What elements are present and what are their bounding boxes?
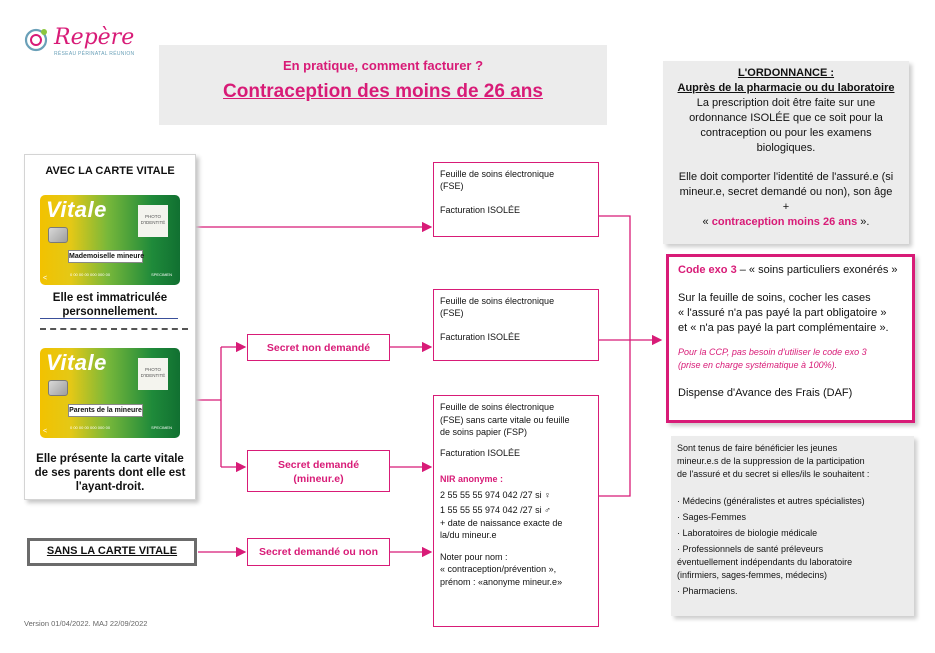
- secret-non-demande-box: Secret non demandé: [247, 334, 390, 361]
- fse2-facturation: Facturation ISOLÉE: [440, 332, 521, 342]
- card1-text-line1: Elle est immatriculée: [52, 292, 168, 304]
- ordonnance-p1-l4: biologiques.: [756, 142, 816, 154]
- fse1-line2: (FSE): [440, 181, 464, 191]
- title-question: En pratique, comment facturer ?: [282, 58, 484, 73]
- pros-intro-3: de l'assuré et du secret si elles/ils le…: [677, 469, 870, 479]
- sans-carte-vitale-box: SANS LA CARTE VITALE: [27, 538, 197, 566]
- ordonnance-p2-l1: Elle doit comporter l'identité de l'assu…: [678, 171, 894, 183]
- code-exo-l3: et « n'a pas payé la part complémentaire…: [678, 322, 889, 334]
- vitale-brand: Vitale: [46, 197, 107, 222]
- pros-item: · Pharmaciens.: [677, 586, 738, 596]
- ordonnance-highlight: contraception moins 26 ans: [711, 216, 858, 228]
- ordonnance-p2-l4: « contraception moins 26 ans ».: [663, 215, 909, 230]
- ordonnance-p1-l1: La prescription doit être faite sur une: [696, 97, 876, 109]
- logo: Repère RÉSEAU PÉRINATAL RÉUNION: [22, 26, 134, 57]
- avec-carte-heading: AVEC LA CARTE VITALE: [45, 165, 175, 177]
- photo-placeholder: PHOTO D'IDENTITÉ: [138, 358, 168, 390]
- ccp-note-l2: (prise en charge systématique à 100%).: [678, 360, 838, 370]
- fse-box-1: Feuille de soins électronique (FSE) Fact…: [433, 162, 599, 237]
- daf-text: Dispense d'Avance des Frais (DAF): [678, 387, 853, 399]
- fse3-line3: de soins papier (FSP): [440, 427, 528, 437]
- note-line3: prénom : «anonyme mineur.e»: [440, 576, 563, 587]
- nir-label: NIR anonyme :: [440, 474, 504, 484]
- ordonnance-box: L'ORDONNANCE : Auprès de la pharmacie ou…: [663, 61, 909, 244]
- professionnels-box: Sont tenus de faire bénéficier les jeune…: [671, 436, 914, 616]
- logo-name: Repère: [54, 25, 135, 50]
- fse3-line2: (FSE) sans carte vitale ou feuille: [440, 414, 570, 425]
- fse3-facturation: Facturation ISOLÉE: [440, 447, 521, 458]
- ordonnance-heading: L'ORDONNANCE :: [737, 67, 835, 79]
- ccp-note-l1: Pour la CCP, pas besoin d'utiliser le co…: [678, 347, 867, 357]
- title-box: En pratique, comment facturer ? Contrace…: [159, 45, 607, 125]
- card-holder-name: Parents de la mineure: [68, 404, 143, 417]
- secret-demande-line1: Secret demandé: [277, 459, 360, 471]
- code-exo-code: Code exo 3: [678, 264, 737, 276]
- fse2-line2: (FSE): [440, 308, 464, 318]
- ordonnance-subheading: Auprès de la pharmacie ou du laboratoire: [677, 82, 895, 94]
- quote-open: «: [702, 216, 712, 228]
- code-exo-title: Code exo 3 – « soins particuliers exonér…: [678, 263, 903, 278]
- card-arrow-icon: <: [43, 428, 48, 435]
- pros-item: éventuellement indépendants du laboratoi…: [677, 557, 853, 567]
- date-naissance-line2: la/du mineur.e: [440, 530, 497, 540]
- ordonnance-p1-l3: contraception ou pour les examens: [700, 127, 872, 139]
- page-title: Contraception des moins de 26 ans: [223, 81, 543, 102]
- note-line2: « contraception/prévention »,: [440, 564, 557, 574]
- code-exo-l2: « l'assuré n'a pas payé la part obligato…: [678, 307, 887, 319]
- divider-underline: [40, 318, 178, 319]
- vitale-brand: Vitale: [46, 350, 107, 375]
- secret-demande-line2: (mineur.e): [293, 473, 344, 485]
- fse1-facturation: Facturation ISOLÉE: [440, 205, 521, 215]
- card-holder-name: Mademoiselle mineure: [68, 250, 144, 263]
- logo-icon: [24, 28, 48, 52]
- ordonnance-p2-l2: mineur.e, secret demandé ou non), son âg…: [679, 186, 893, 198]
- fse-box-3: Feuille de soins électronique (FSE) sans…: [433, 395, 599, 627]
- pros-item: · Laboratoires de biologie médicale: [677, 528, 818, 538]
- card-specimen: SPECIMEN: [151, 272, 172, 277]
- fse3-line1: Feuille de soins électronique: [440, 402, 555, 412]
- pros-item: · Médecins (généralistes et autres spéci…: [677, 496, 865, 506]
- pros-intro-1: Sont tenus de faire bénéficier les jeune…: [677, 443, 838, 453]
- secret-demande-box: Secret demandé (mineur.e): [247, 450, 390, 492]
- card2-text-line1: Elle présente la carte vitale: [36, 453, 184, 465]
- code-exo-box: Code exo 3 – « soins particuliers exonér…: [666, 254, 915, 423]
- card-arrow-icon: <: [43, 275, 48, 282]
- card-number: 0 00 00 00 000 000 00: [70, 425, 111, 430]
- ordonnance-p2-l3: +: [782, 201, 790, 213]
- nir-male: 1 55 55 55 974 042 /27 si ♂: [440, 505, 551, 515]
- vitale-card-mineure: Vitale PHOTO D'IDENTITÉ Mademoiselle min…: [40, 195, 180, 285]
- pros-item: (infirmiers, sages-femmes, médecins): [677, 570, 828, 580]
- fse2-line1: Feuille de soins électronique: [440, 296, 555, 306]
- card2-text-line2: de ses parents dont elle est: [34, 467, 186, 479]
- note-line1: Noter pour nom :: [440, 551, 508, 562]
- fse1-line1: Feuille de soins électronique: [440, 169, 555, 179]
- version-text: Version 01/04/2022. MAJ 22/09/2022: [24, 619, 148, 628]
- fse-box-2: Feuille de soins électronique (FSE) Fact…: [433, 289, 599, 361]
- ordonnance-p1-l2: ordonnance ISOLÉE que ce soit pour la: [689, 112, 883, 124]
- nir-female: 2 55 55 55 974 042 /27 si ♀: [440, 489, 551, 500]
- quote-close: ».: [857, 216, 870, 228]
- pros-item: · Professionnels de santé préleveurs: [677, 544, 824, 554]
- chip-icon: [48, 227, 68, 243]
- code-exo-desc: – « soins particuliers exonérés »: [736, 264, 898, 276]
- date-naissance-line1: + date de naissance exacte de: [440, 517, 563, 528]
- photo-placeholder: PHOTO D'IDENTITÉ: [138, 205, 168, 237]
- chip-icon: [48, 380, 68, 396]
- card-number: 0 00 00 00 000 000 00: [70, 272, 111, 277]
- avec-carte-vitale-panel: AVEC LA CARTE VITALE Vitale PHOTO D'IDEN…: [24, 154, 196, 500]
- divider-dashed: [40, 328, 188, 330]
- pros-item: · Sages-Femmes: [677, 512, 747, 522]
- secret-demande-ou-non-box: Secret demandé ou non: [247, 538, 390, 566]
- logo-subtitle: RÉSEAU PÉRINATAL RÉUNION: [54, 51, 135, 57]
- pros-intro-2: mineur.e.s de la suppression de la parti…: [677, 456, 865, 466]
- card1-text-line2: personnellement.: [62, 306, 158, 318]
- card2-text-line3: l'ayant-droit.: [75, 481, 145, 493]
- vitale-card-parents: Vitale PHOTO D'IDENTITÉ Parents de la mi…: [40, 348, 180, 438]
- code-exo-l1: Sur la feuille de soins, cocher les case…: [678, 292, 871, 304]
- card-specimen: SPECIMEN: [151, 425, 172, 430]
